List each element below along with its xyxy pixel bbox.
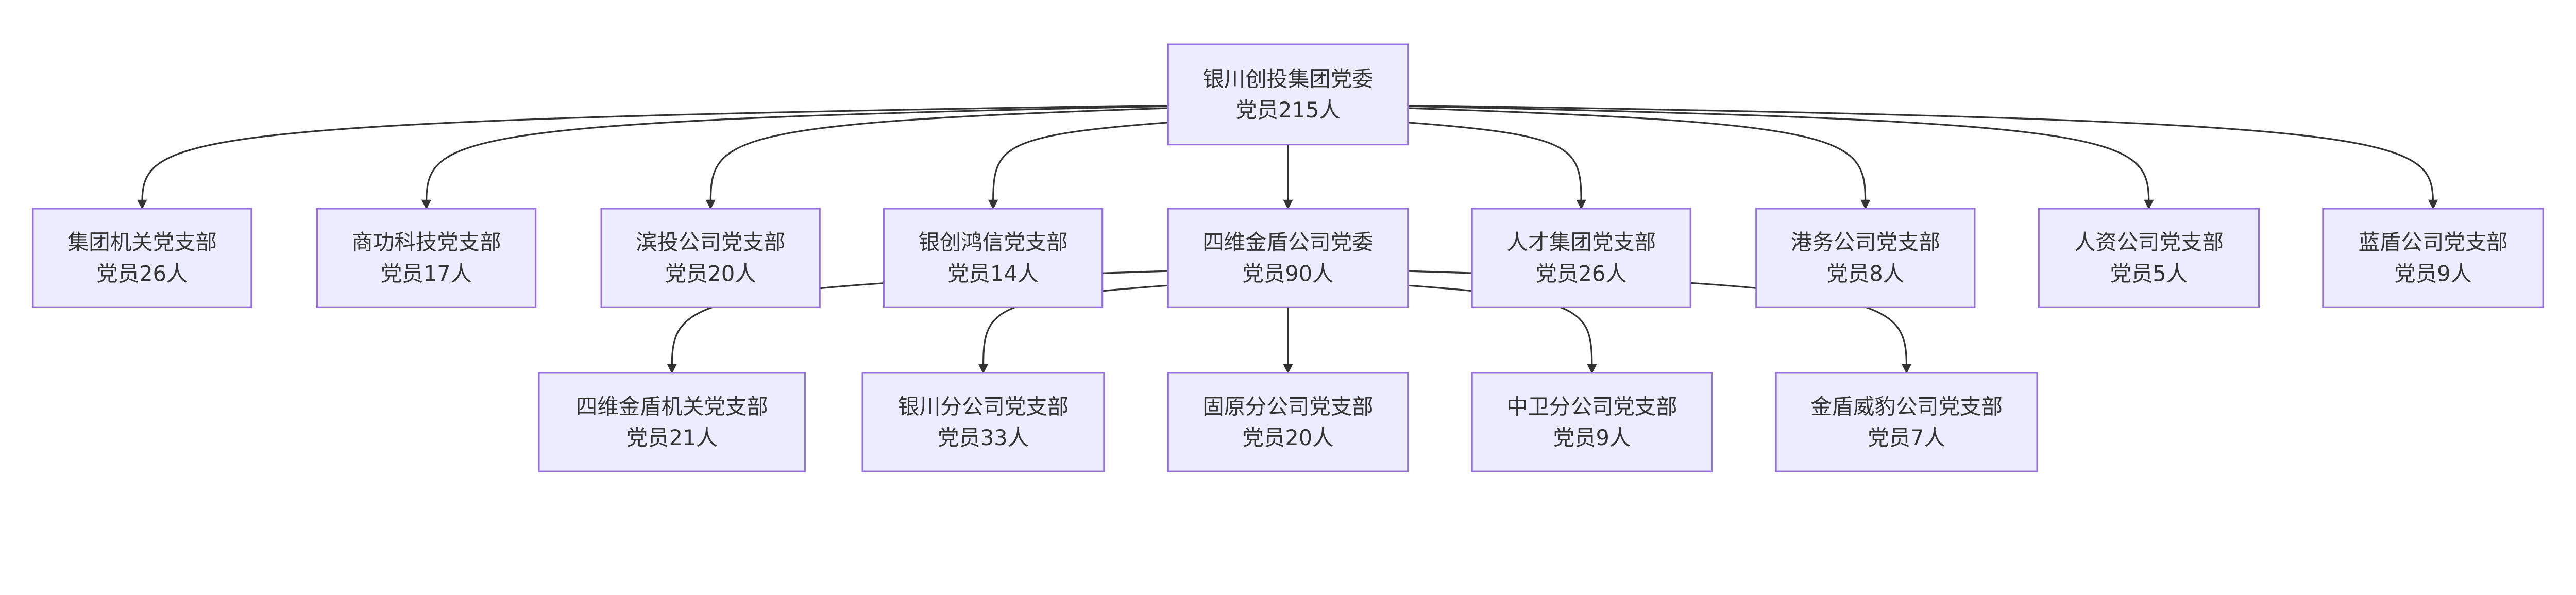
diagram-container: 银川创投集团党委党员215人集团机关党支部党员26人商功科技党支部党员17人滨投… [32,43,2544,472]
node-name: 集团机关党支部 [67,230,217,255]
node-member-count: 党员20人 [665,261,756,286]
node-name: 银创鸿信党支部 [919,230,1068,255]
node-box [2038,208,2260,308]
node-box [1167,372,1409,472]
node-member-count: 党员8人 [1826,261,1904,286]
node-name: 中卫分公司党支部 [1506,395,1677,419]
node-name: 金盾威豹公司党支部 [1810,395,2003,419]
edge-root-to-ldgs [1408,104,2438,210]
node-member-count: 党员14人 [947,261,1039,286]
node-name: 蓝盾公司党支部 [2359,230,2508,255]
node-member-count: 党员20人 [1242,426,1333,450]
edge-root-to-ychx [988,122,1168,210]
node-name: 固原分公司党支部 [1202,395,1374,419]
nodes-layer: 银川创投集团党委党员215人集团机关党支部党员26人商功科技党支部党员17人滨投… [32,43,2544,472]
node-name: 银川分公司党支部 [898,395,1069,419]
edge-root-to-rzgs [1408,105,2154,210]
node-box [1471,372,1713,472]
node-member-count: 党员33人 [938,426,1029,450]
edge-root-to-gwgs [1408,107,1871,210]
node-member-count: 党员215人 [1235,98,1340,123]
node-member-count: 党员21人 [626,426,718,450]
node-name: 人才集团党支部 [1506,230,1656,255]
node-member-count: 党员9人 [1553,426,1631,450]
node-box [1167,43,1409,146]
edge-root-to-rcjt [1408,122,1586,210]
node-member-count: 党员90人 [1242,261,1333,286]
node-member-count: 党员5人 [2110,261,2188,286]
node-name: 港务公司党支部 [1791,230,1940,255]
edge-root-to-btgs [705,107,1168,210]
node-box [316,208,537,308]
node-name: 人资公司党支部 [2074,230,2224,255]
node-name: 四维金盾公司党委 [1202,230,1374,255]
org-chart: 银川创投集团党委党员215人集团机关党支部党员26人商功科技党支部党员17人滨投… [32,43,2544,472]
node-box [1775,372,2038,472]
node-box [538,372,806,472]
edge-root-to-jtjg [137,104,1168,210]
node-member-count: 党员7人 [1868,426,1945,450]
node-box [883,208,1104,308]
node-name: 四维金盾机关党支部 [576,395,768,419]
node-box [861,372,1105,472]
node-member-count: 党员17人 [381,261,472,286]
node-box [32,208,252,308]
node-name: 银川创投集团党委 [1202,66,1374,91]
node-name: 商功科技党支部 [351,230,501,255]
node-box [600,208,821,308]
node-member-count: 党员9人 [2394,261,2472,286]
node-box [1167,208,1409,308]
node-member-count: 党员26人 [96,261,188,286]
edge-root-to-sgkj [421,105,1168,210]
node-member-count: 党员26人 [1536,261,1627,286]
node-box [1755,208,1976,308]
node-box [2322,208,2544,308]
node-box [1471,208,1691,308]
node-name: 滨投公司党支部 [636,230,785,255]
